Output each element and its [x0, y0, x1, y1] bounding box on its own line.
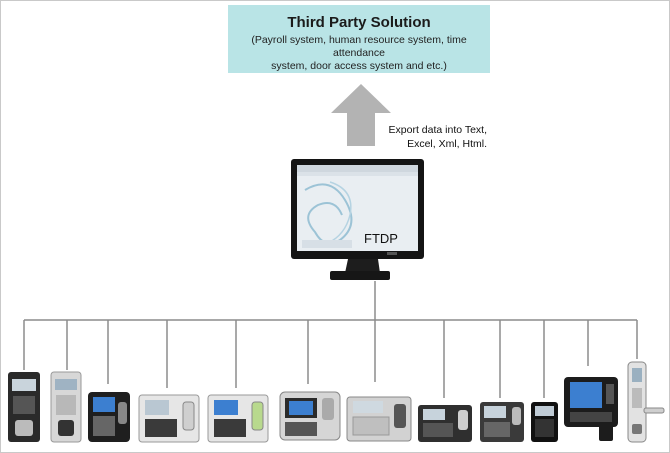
device-2 [50, 371, 82, 443]
connector-lines [23, 281, 638, 398]
device-11 [564, 377, 618, 441]
export-note-line2: Excel, Xml, Html. [407, 138, 487, 150]
device-9 [480, 402, 524, 442]
device-8 [418, 405, 472, 442]
device-7 [346, 396, 412, 442]
export-up-arrow [331, 84, 391, 146]
monitor-label: FTDP [364, 231, 398, 246]
solution-subtitle: (Payroll system, human resource system, … [228, 34, 490, 73]
device-6 [279, 391, 341, 441]
device-1 [8, 372, 40, 442]
device-4 [138, 394, 200, 443]
device-12 [627, 361, 665, 443]
solution-title: Third Party Solution [287, 14, 431, 31]
device-5 [207, 394, 269, 443]
device-10 [531, 402, 558, 442]
ftdp-monitor: FTDP [291, 159, 424, 280]
third-party-solution-box: Third Party Solution (Payroll system, hu… [228, 5, 490, 73]
solution-subtitle-line2: system, door access system and etc.) [271, 60, 447, 72]
device-3 [88, 392, 130, 442]
export-note-line1: Export data into Text, [388, 124, 487, 136]
export-note: Export data into Text, Excel, Xml, Html. [375, 123, 487, 151]
solution-subtitle-line1: (Payroll system, human resource system, … [251, 34, 467, 59]
